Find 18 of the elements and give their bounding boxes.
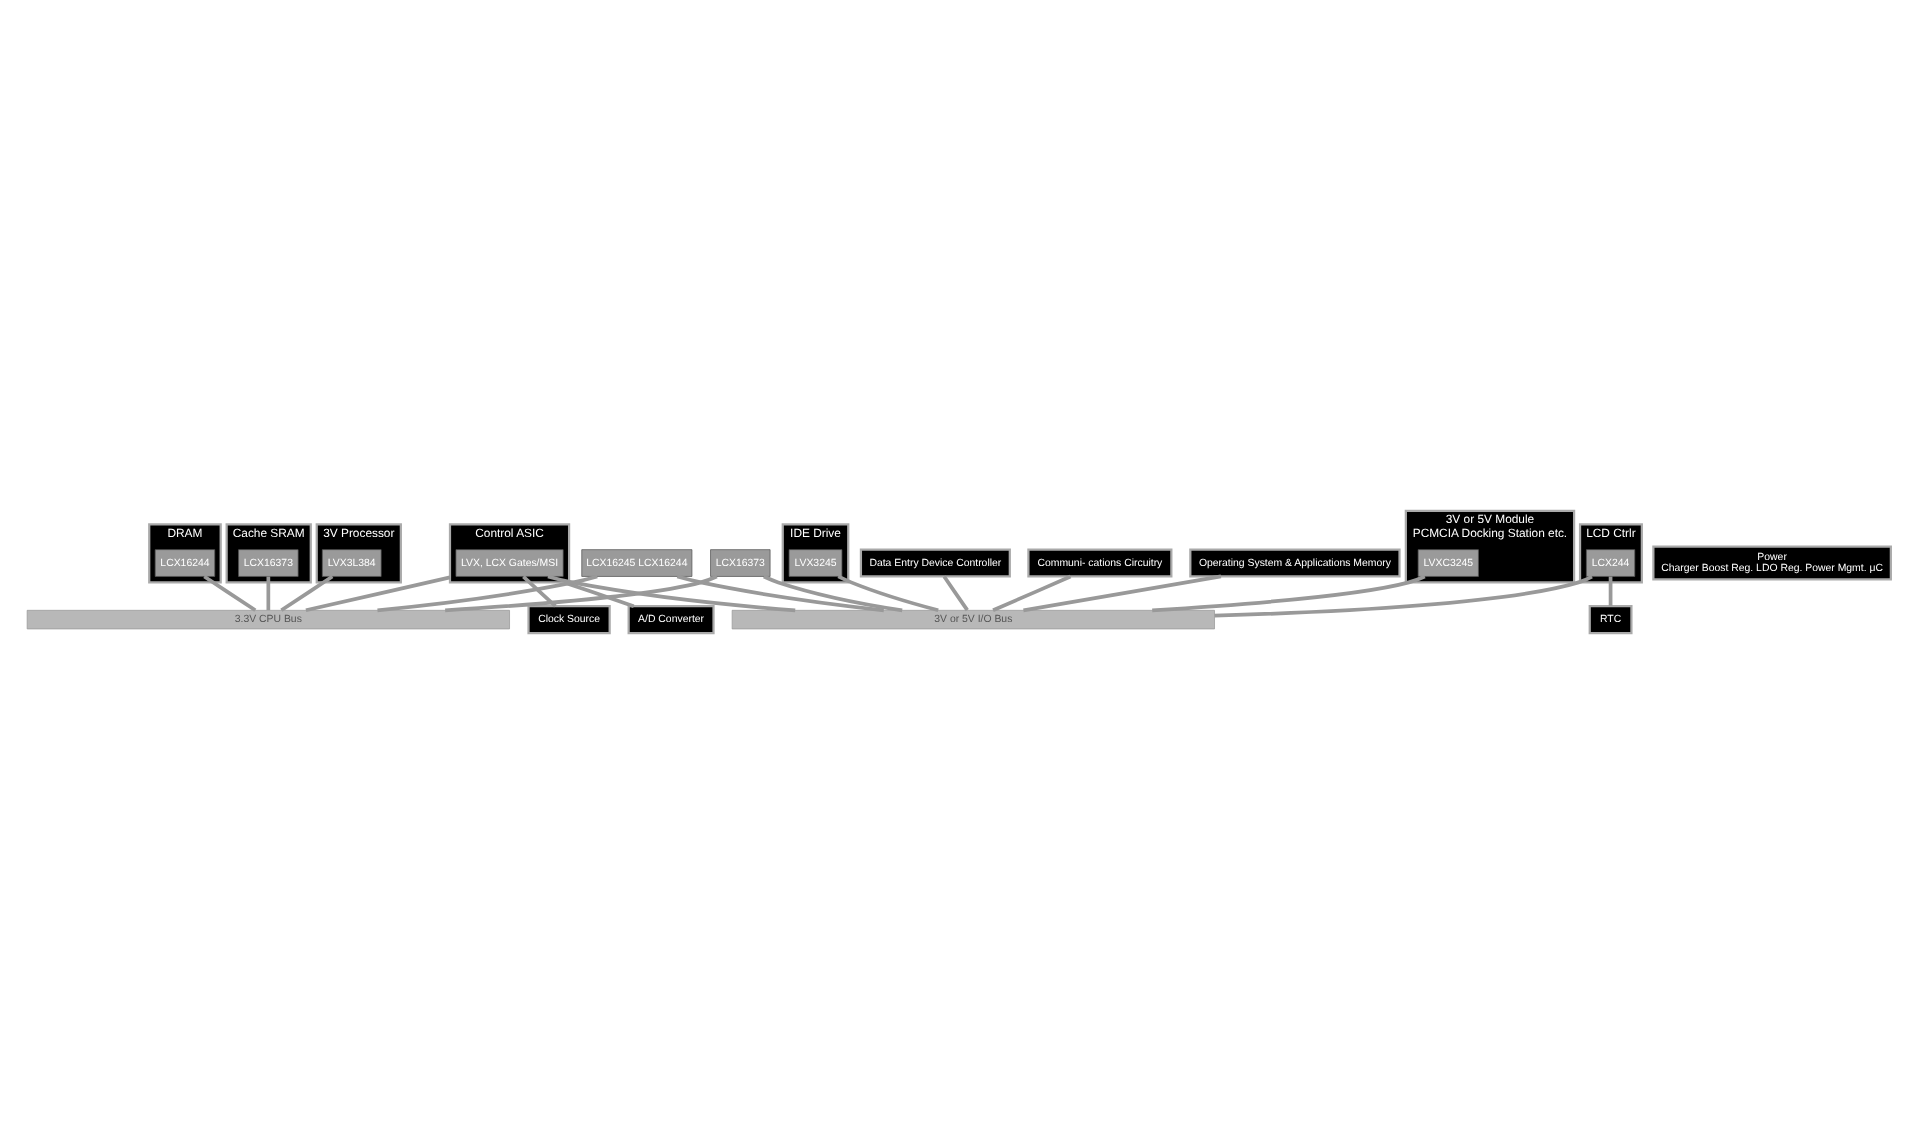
connector	[942, 575, 969, 612]
connector	[676, 574, 884, 613]
connector	[203, 575, 257, 612]
connector	[305, 575, 451, 613]
connector	[1608, 576, 1613, 607]
connector	[992, 574, 1072, 612]
connector	[522, 575, 557, 608]
connector	[1023, 574, 1222, 613]
connector	[837, 574, 939, 613]
connector	[445, 574, 718, 613]
connector	[1214, 574, 1593, 618]
connector	[280, 575, 334, 612]
connector	[563, 580, 635, 608]
connector	[266, 576, 271, 611]
connector	[547, 574, 796, 613]
connector	[1152, 574, 1426, 613]
connector	[377, 574, 598, 613]
connector	[763, 574, 903, 613]
